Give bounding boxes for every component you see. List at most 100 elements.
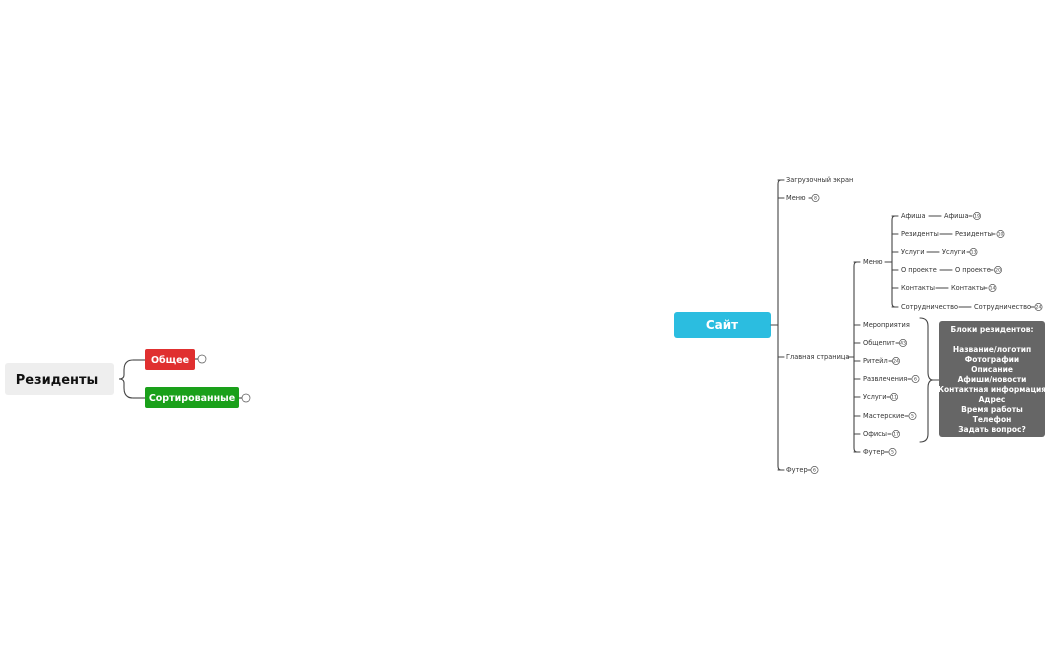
branch-sorted[interactable]: Сортированные: [145, 387, 251, 408]
count-badge-label: 24: [893, 359, 899, 365]
node-catering[interactable]: Общепит 43: [863, 339, 907, 347]
node-offices[interactable]: Офисы 17: [863, 430, 900, 438]
branch-general[interactable]: Общее: [145, 349, 207, 370]
node-footer-main[interactable]: Футер 5: [863, 448, 897, 456]
branch-sorted-label: Сортированные: [149, 393, 235, 404]
left-root-node[interactable]: [5, 363, 114, 395]
node-workshops-label: Мастерские: [863, 412, 904, 420]
count-badge-label: 11: [891, 395, 897, 401]
callout-line: Описание: [971, 365, 1013, 374]
node-menu-top[interactable]: Меню 8: [786, 194, 820, 202]
callout-line: Афиши/новости: [958, 375, 1027, 384]
menu-subitem-label: Сотрудничество: [974, 303, 1031, 311]
callout-line: Фотографии: [965, 355, 1019, 364]
node-retail-label: Ритейл: [863, 357, 888, 365]
menu-item-label: Контакты: [901, 284, 935, 292]
count-badge-label: 6: [813, 468, 816, 474]
menu-row-contacts[interactable]: Контакты Контакты 14: [901, 284, 997, 292]
collapse-toggle-icon[interactable]: [241, 393, 251, 403]
menu-subitem-label: Резиденты: [955, 230, 993, 238]
count-badge-icon[interactable]: [810, 466, 819, 474]
count-badge-label: 24: [1036, 305, 1042, 311]
count-badge-label: 8: [814, 196, 817, 202]
left-brace-connector: [118, 359, 134, 399]
menu-subitem-label: Услуги: [942, 248, 966, 256]
left-root-label: Резиденты: [16, 373, 99, 388]
branch-sorted-pill[interactable]: [145, 387, 239, 408]
right-root-label: Сайт: [706, 318, 738, 332]
menu-row-residents[interactable]: Резиденты Резиденты 10: [901, 230, 1005, 238]
node-footer-top[interactable]: Футер 6: [786, 466, 819, 474]
branch-general-pill[interactable]: [145, 349, 195, 370]
node-menu-top-label: Меню: [786, 194, 806, 202]
node-events[interactable]: Мероприятия: [863, 321, 910, 329]
count-badge-icon[interactable]: [1034, 303, 1043, 311]
count-badge-icon[interactable]: [888, 448, 897, 456]
level1-spine: [770, 179, 782, 471]
node-events-label: Мероприятия: [863, 321, 910, 329]
resident-blocks-callout[interactable]: Блоки резидентов: Название/логотип Фотог…: [938, 321, 1046, 437]
callout-line: Название/логотип: [953, 345, 1031, 354]
callout-line: Адрес: [979, 395, 1006, 404]
menu-subitem-label: Контакты: [951, 284, 985, 292]
menu-item-label: Афиша: [901, 212, 926, 220]
count-badge-icon[interactable]: [996, 230, 1005, 238]
right-root-node[interactable]: [674, 312, 771, 338]
count-badge-icon[interactable]: [911, 375, 920, 383]
menu-row-afisha[interactable]: Афиша Афиша 19: [901, 212, 981, 220]
node-offices-label: Офисы: [863, 430, 887, 438]
menu-subitem-label: О проекте: [955, 266, 991, 274]
callout-line: Телефон: [973, 415, 1012, 424]
count-badge-icon[interactable]: [988, 284, 997, 292]
callout-box[interactable]: [939, 321, 1045, 437]
callout-line: Задать вопрос?: [958, 425, 1026, 434]
count-badge-icon[interactable]: [908, 412, 917, 420]
collapse-toggle-icon[interactable]: [197, 354, 207, 364]
menu-item-label: Резиденты: [901, 230, 939, 238]
branch-general-label: Общее: [151, 355, 189, 366]
menu-row-about[interactable]: О проекте О проекте 20: [901, 266, 1002, 274]
node-catering-label: Общепит: [863, 339, 895, 347]
count-badge-icon[interactable]: [890, 393, 898, 401]
count-badge-label: 20: [995, 268, 1001, 274]
node-services-label: Услуги: [863, 393, 887, 401]
count-badge-label: 14: [990, 286, 996, 292]
callout-line: Время работы: [961, 405, 1023, 414]
node-entertainment-label: Развлечения: [863, 375, 907, 383]
count-badge-icon[interactable]: [994, 266, 1002, 274]
count-badge-icon[interactable]: [811, 194, 820, 202]
node-main-menu-label: Меню: [863, 258, 883, 266]
node-services[interactable]: Услуги 11: [863, 393, 898, 401]
menu-subitem-label: Афиша: [944, 212, 969, 220]
count-badge-icon[interactable]: [973, 212, 981, 220]
right-mind-map: Сайт Загрузочный экран Меню 8 Главная ст…: [674, 176, 1046, 474]
node-footer-main-label: Футер: [863, 448, 885, 456]
count-badge-label: 6: [914, 377, 917, 383]
summary-brace: [919, 317, 934, 443]
count-badge-label: 5: [891, 450, 894, 456]
count-badge-icon[interactable]: [969, 248, 978, 256]
menu-row-cooperation[interactable]: Сотрудничество Сотрудничество 24: [901, 303, 1043, 311]
count-badge-icon[interactable]: [892, 430, 900, 438]
callout-line: Контактная информация: [938, 385, 1046, 394]
count-badge-icon[interactable]: [892, 357, 900, 365]
node-entertainment[interactable]: Развлечения 6: [863, 375, 920, 383]
node-main-page[interactable]: Главная страница: [786, 353, 849, 361]
count-badge-label: 13: [971, 250, 977, 256]
menu-row-services[interactable]: Услуги Услуги 13: [901, 248, 978, 256]
node-main-page-label: Главная страница: [786, 353, 849, 361]
node-loading-screen[interactable]: Загрузочный экран: [786, 176, 853, 184]
node-main-menu[interactable]: Меню: [863, 258, 883, 266]
left-mind-map: Резиденты Общее Сортированные: [5, 349, 251, 408]
menu-item-label: Услуги: [901, 248, 925, 256]
callout-title: Блоки резидентов:: [951, 325, 1034, 334]
main-page-spine: [846, 261, 858, 453]
menu-item-label: Сотрудничество: [901, 303, 958, 311]
menu-item-label: О проекте: [901, 266, 937, 274]
node-workshops[interactable]: Мастерские 5: [863, 412, 917, 420]
count-badge-label: 43: [900, 341, 906, 347]
count-badge-label: 19: [974, 214, 980, 220]
count-badge-icon[interactable]: [899, 339, 907, 347]
node-retail[interactable]: Ритейл 24: [863, 357, 900, 365]
node-loading-screen-label: Загрузочный экран: [786, 176, 853, 184]
